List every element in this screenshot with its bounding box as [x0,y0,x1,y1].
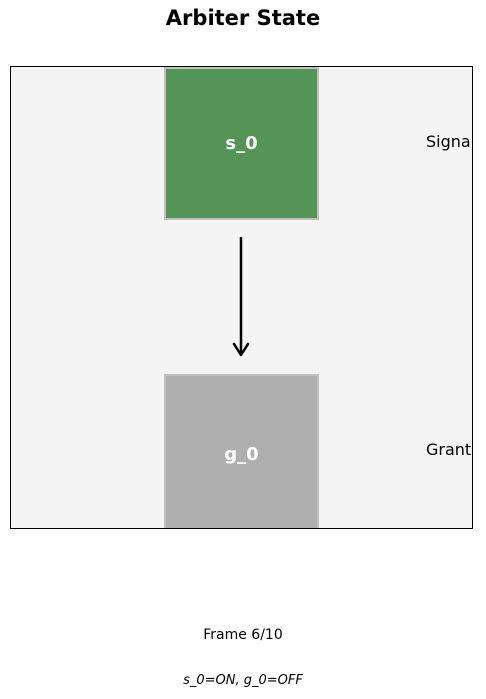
grant-node-label: g_0 [224,443,259,465]
diagram-canvas: s_0 g_0 Signal Grant [10,66,473,529]
grant-node-g0: g_0 [164,374,319,528]
state-summary: s_0=ON, g_0=OFF [183,673,303,688]
grant-row-label: Grant [426,440,472,459]
diagram-title: Arbiter State [165,6,321,30]
signal-row-label: Signal [426,132,473,151]
signal-to-grant-arrow [232,237,250,357]
frame-counter: Frame 6/10 [203,627,283,643]
signal-node-label: s_0 [225,133,258,154]
signal-node-s0: s_0 [164,67,319,220]
